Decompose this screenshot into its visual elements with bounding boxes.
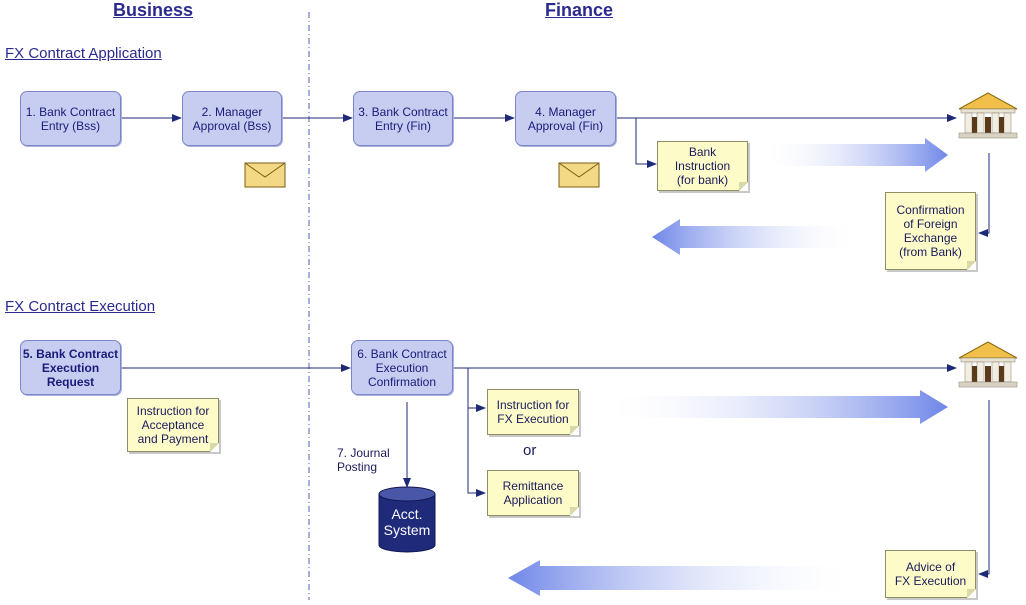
database-cylinder-icon [378,486,436,553]
connector-4-instruction [635,118,657,168]
section-title-execution: FX Contract Execution [5,298,156,315]
section-title-application: FX Contract Application [5,45,162,62]
connector-6-remittance [467,408,486,497]
note-fx-execution-instruction: Instruction for FX Execution [487,389,579,435]
lane-title-business: Business [113,0,194,20]
note-advice-of-fx-execution: Advice of FX Execution [885,550,976,598]
bank-building-icon [958,341,1018,388]
flow-arrow-from-bank-2 [508,560,860,596]
note-bank-instruction: Bank Instruction (for bank) [657,141,748,191]
flow-arrow-from-bank-1 [652,219,860,255]
connector-bank-advice [978,400,990,578]
step-3-bank-contract-entry-fin: 3. Bank Contract Entry (Fin) [353,91,453,146]
envelope-icon [558,162,600,188]
or-label: or [523,442,537,459]
envelope-icon [244,162,286,188]
step-2-manager-approval-bss: 2. Manager Approval (Bss) [182,91,282,146]
connector-bank-confirmation [978,153,990,237]
step-6-execution-confirmation: 6. Bank Contract Execution Confirmation [351,340,453,395]
database-label: Acct. System [383,506,431,538]
lane-title-finance: Finance [545,0,614,20]
flow-arrow-to-bank-1 [760,138,948,172]
step-7-journal-posting: 7. Journal Posting [337,446,390,474]
step-5-execution-request: 5. Bank Contract Execution Request [20,340,121,395]
note-confirmation-of-fx: Confirmation of Foreign Exchange (from B… [885,192,976,270]
bank-building-icon [958,92,1018,139]
note-acceptance-and-payment: Instruction for Acceptance and Payment [127,398,219,452]
step-1-bank-contract-entry-bss: 1. Bank Contract Entry (Bss) [20,91,121,146]
flow-arrow-to-bank-2 [600,390,948,424]
connector-6-fx-instruction [467,368,486,412]
note-remittance-application: Remittance Application [487,470,579,516]
step-4-manager-approval-fin: 4. Manager Approval (Fin) [515,91,616,146]
